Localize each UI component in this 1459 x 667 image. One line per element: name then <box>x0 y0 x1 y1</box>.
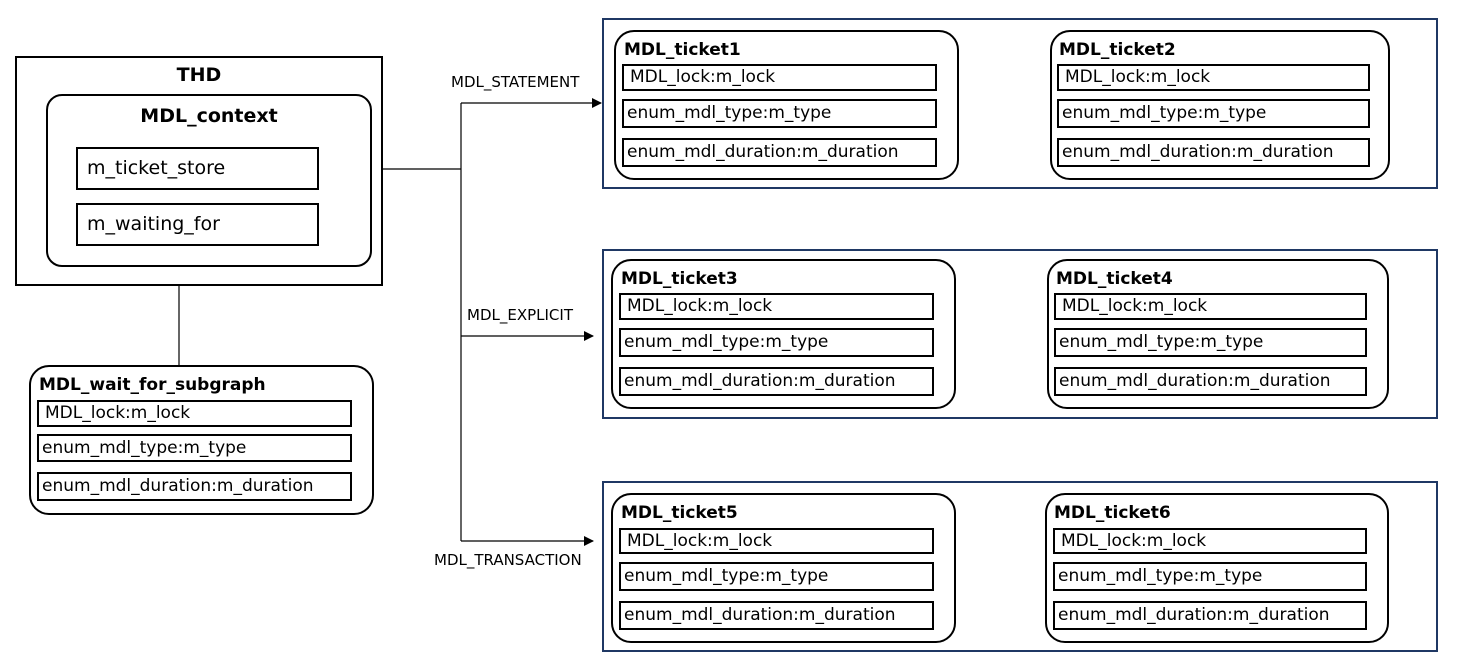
ticket3-type-field: enum_mdl_type:m_type <box>619 328 934 357</box>
ticket4-title: MDL_ticket4 <box>1056 269 1173 289</box>
explicit-duration-label: MDL_EXPLICIT <box>467 306 573 324</box>
ticket3-title: MDL_ticket3 <box>621 269 738 289</box>
ticket1-duration-field: enum_mdl_duration:m_duration <box>622 138 937 167</box>
ticket4-lock-field: MDL_lock:m_lock <box>1054 293 1367 320</box>
m-waiting-for-field: m_waiting_for <box>76 203 319 246</box>
ticket5-title: MDL_ticket5 <box>621 503 738 523</box>
ticket6-duration-field: enum_mdl_duration:m_duration <box>1053 601 1367 630</box>
transaction-duration-label: MDL_TRANSACTION <box>434 551 582 569</box>
ticket4-type-field: enum_mdl_type:m_type <box>1054 328 1367 357</box>
ticket1-title: MDL_ticket1 <box>624 40 741 60</box>
ticket3-duration-field: enum_mdl_duration:m_duration <box>619 367 934 396</box>
ticket1-lock-field: MDL_lock:m_lock <box>622 64 937 91</box>
ticket2-duration-field: enum_mdl_duration:m_duration <box>1057 138 1370 167</box>
ticket2-lock-field: MDL_lock:m_lock <box>1057 64 1370 91</box>
wait-for-duration-field: enum_mdl_duration:m_duration <box>37 472 352 501</box>
ticket4-duration-field: enum_mdl_duration:m_duration <box>1054 367 1367 396</box>
ticket6-lock-field: MDL_lock:m_lock <box>1053 528 1367 554</box>
ticket5-type-field: enum_mdl_type:m_type <box>619 562 934 591</box>
ticket5-lock-field: MDL_lock:m_lock <box>619 528 934 554</box>
ticket2-type-field: enum_mdl_type:m_type <box>1057 99 1370 128</box>
ticket2-title: MDL_ticket2 <box>1059 40 1176 60</box>
ticket3-lock-field: MDL_lock:m_lock <box>619 293 934 320</box>
wait-for-lock-field: MDL_lock:m_lock <box>37 400 352 427</box>
m-ticket-store-field: m_ticket_store <box>76 147 319 190</box>
ticket6-title: MDL_ticket6 <box>1054 503 1171 523</box>
mdl-context-title: MDL_context <box>140 105 278 127</box>
wait-for-type-field: enum_mdl_type:m_type <box>37 434 352 462</box>
ticket5-duration-field: enum_mdl_duration:m_duration <box>619 601 934 630</box>
ticket6-type-field: enum_mdl_type:m_type <box>1053 562 1367 591</box>
wait-for-subgraph-title: MDL_wait_for_subgraph <box>39 375 266 395</box>
statement-duration-label: MDL_STATEMENT <box>451 73 580 91</box>
thd-title: THD <box>176 64 222 86</box>
ticket1-type-field: enum_mdl_type:m_type <box>622 99 937 128</box>
